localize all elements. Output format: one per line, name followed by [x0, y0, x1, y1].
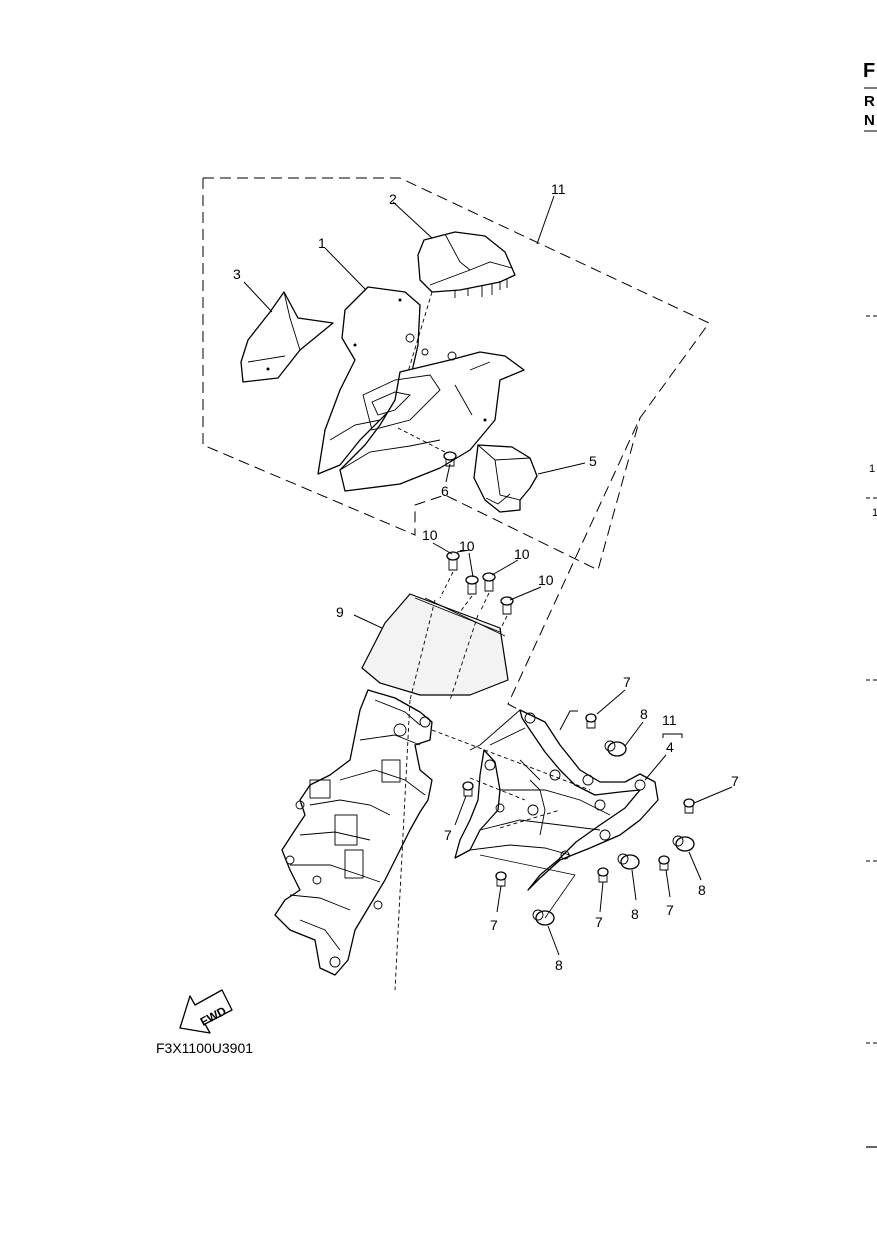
- callout-6: 6: [441, 483, 449, 499]
- callout-10c: 10: [514, 546, 530, 562]
- callout-9: 9: [336, 604, 344, 620]
- callout-8d: 8: [555, 957, 563, 973]
- callout-1: 1: [318, 235, 326, 251]
- callout-labels: 2 1 3 11 5 6 10 10 10 10 9 7 8 11 4 7 7 …: [233, 181, 739, 973]
- callout-7f: 7: [666, 902, 674, 918]
- callout-7e: 7: [595, 914, 603, 930]
- callout-11-top: 11: [551, 181, 566, 197]
- part-2-meter-cover: [407, 231, 516, 373]
- leader-lines: [243, 195, 733, 956]
- callout-5: 5: [589, 453, 597, 469]
- callout-4: 4: [666, 739, 674, 755]
- part-6-bolt: [397, 427, 457, 467]
- callout-8b: 8: [631, 906, 639, 922]
- callout-7d: 7: [490, 917, 498, 933]
- part-9-windscreen: [361, 593, 509, 701]
- callout-7b: 7: [731, 773, 739, 789]
- fwd-arrow-icon: FWD: [179, 989, 233, 1034]
- callout-11-lower: 11: [662, 712, 677, 728]
- callout-10a: 10: [422, 527, 438, 543]
- edge-mark-1: 1: [869, 463, 875, 475]
- edge-tick-marks: [866, 315, 877, 1148]
- headlight-stay-frame: [274, 689, 433, 991]
- header-letter-r: R: [864, 93, 875, 110]
- part-7-screws: [462, 713, 695, 887]
- part-3-side-panel: [240, 291, 334, 383]
- part-10-screws: [439, 551, 514, 631]
- callout-7c: 7: [444, 827, 452, 843]
- part-4-lower-cowl: [431, 709, 659, 891]
- callout-10d: 10: [538, 572, 554, 588]
- callout-2: 2: [389, 191, 397, 207]
- callout-10b: 10: [459, 538, 475, 554]
- part-5-cover: [473, 444, 538, 513]
- callout-8a: 8: [640, 706, 648, 722]
- header-letter-f: F: [863, 60, 875, 82]
- header-letter-n: N: [864, 112, 875, 129]
- callout-3: 3: [233, 266, 241, 282]
- callout-8c: 8: [698, 882, 706, 898]
- edge-mark-2: 1: [872, 507, 877, 519]
- lower-kit-bracket: [479, 854, 576, 919]
- assembly-boundary-11-lower: [202, 178, 641, 571]
- assembly-boundary-11: [203, 177, 710, 713]
- figure-code: F3X1100U3901: [156, 1040, 253, 1056]
- part-8-grommets: [532, 740, 695, 926]
- right-edge-header: F R N 1 1: [863, 60, 877, 1148]
- callout-7a: 7: [623, 674, 631, 690]
